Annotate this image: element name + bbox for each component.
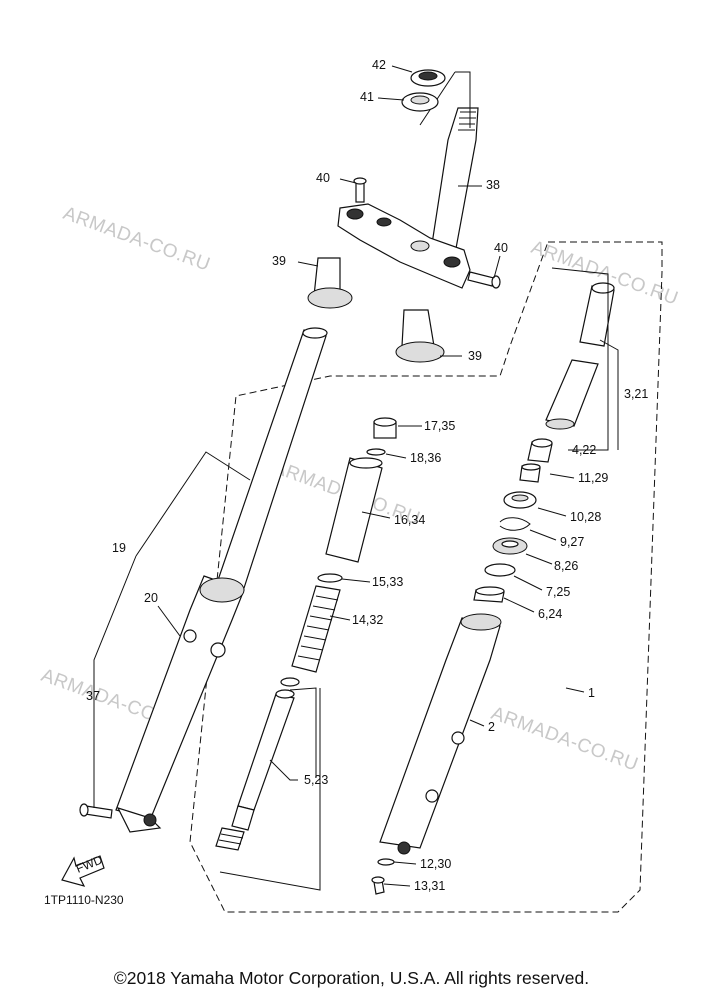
bushing-4 bbox=[527, 438, 553, 463]
bearing-41 bbox=[401, 92, 439, 112]
label-19: 19 bbox=[112, 541, 126, 555]
bushing-6 bbox=[473, 586, 505, 603]
fork-cover-right bbox=[395, 309, 445, 363]
fork-spring-14 bbox=[291, 585, 341, 673]
label-13-31: 13,31 bbox=[414, 879, 445, 893]
label-9-27: 9,27 bbox=[560, 535, 584, 549]
label-2: 2 bbox=[488, 720, 495, 734]
label-15-33: 15,33 bbox=[372, 575, 403, 589]
inner-tube-3 bbox=[545, 282, 615, 430]
retaining-clip-9 bbox=[499, 517, 531, 531]
label-38: 38 bbox=[486, 178, 500, 192]
part-labels: 42 41 40 38 40 39 39 17,35 18,36 16,34 1… bbox=[86, 58, 648, 893]
gasket-12 bbox=[377, 858, 395, 866]
label-39-left: 39 bbox=[272, 254, 286, 268]
label-40-right: 40 bbox=[494, 241, 508, 255]
oil-seal-8 bbox=[492, 537, 528, 555]
washer-15 bbox=[317, 573, 343, 583]
label-11-29: 11,29 bbox=[578, 471, 608, 485]
bolt-37 bbox=[79, 803, 113, 819]
damper-rod-5 bbox=[231, 689, 295, 831]
rebound-spring bbox=[215, 827, 245, 851]
label-6-24: 6,24 bbox=[538, 607, 562, 621]
leader-line bbox=[419, 71, 456, 126]
label-3-21: 3,21 bbox=[624, 387, 648, 401]
label-42: 42 bbox=[372, 58, 386, 72]
leader-lines bbox=[93, 65, 619, 891]
bolt-40-top bbox=[353, 177, 367, 203]
under-bracket bbox=[337, 203, 471, 289]
assembly-1-dashed-outline bbox=[189, 241, 663, 913]
washer-7 bbox=[484, 563, 516, 577]
watermark: ARMADA-CO.RU bbox=[60, 203, 213, 276]
label-37: 37 bbox=[86, 689, 100, 703]
fwd-arrow-icon: FWD bbox=[61, 852, 105, 887]
leader-line bbox=[455, 71, 471, 128]
copyright-notice: ©2018 Yamaha Motor Corporation, U.S.A. A… bbox=[113, 968, 590, 988]
left-outer-tube bbox=[115, 575, 245, 833]
label-1: 1 bbox=[588, 686, 595, 700]
left-inner-tube bbox=[217, 327, 328, 589]
circlip bbox=[280, 677, 300, 687]
outer-tube-2 bbox=[379, 613, 502, 855]
dust-seal-10 bbox=[503, 491, 537, 509]
spacer-16 bbox=[325, 457, 383, 563]
label-41: 41 bbox=[360, 90, 374, 104]
label-12-30: 12,30 bbox=[420, 857, 451, 871]
label-20: 20 bbox=[144, 591, 158, 605]
label-4-22: 4,22 bbox=[572, 443, 596, 457]
watermark: ARMADA-CO.RU bbox=[488, 703, 641, 776]
label-5-23: 5,23 bbox=[304, 773, 328, 787]
label-39-right: 39 bbox=[468, 349, 482, 363]
bushing-11 bbox=[519, 463, 541, 483]
label-10-28: 10,28 bbox=[570, 510, 601, 524]
diagram-code: 1TP1110-N230 bbox=[44, 893, 124, 907]
label-14-32: 14,32 bbox=[352, 613, 383, 627]
cap-bolt-17 bbox=[373, 417, 397, 439]
bolt-40-right bbox=[467, 271, 501, 289]
label-16-34: 16,34 bbox=[394, 513, 425, 527]
o-ring-18 bbox=[366, 448, 386, 456]
label-8-26: 8,26 bbox=[554, 559, 578, 573]
label-17-35: 17,35 bbox=[424, 419, 455, 433]
label-40-top: 40 bbox=[316, 171, 330, 185]
fork-cover-left bbox=[307, 257, 353, 309]
label-18-36: 18,36 bbox=[410, 451, 441, 465]
bolt-13 bbox=[371, 876, 385, 895]
label-7-25: 7,25 bbox=[546, 585, 570, 599]
bearing-42 bbox=[410, 69, 446, 87]
